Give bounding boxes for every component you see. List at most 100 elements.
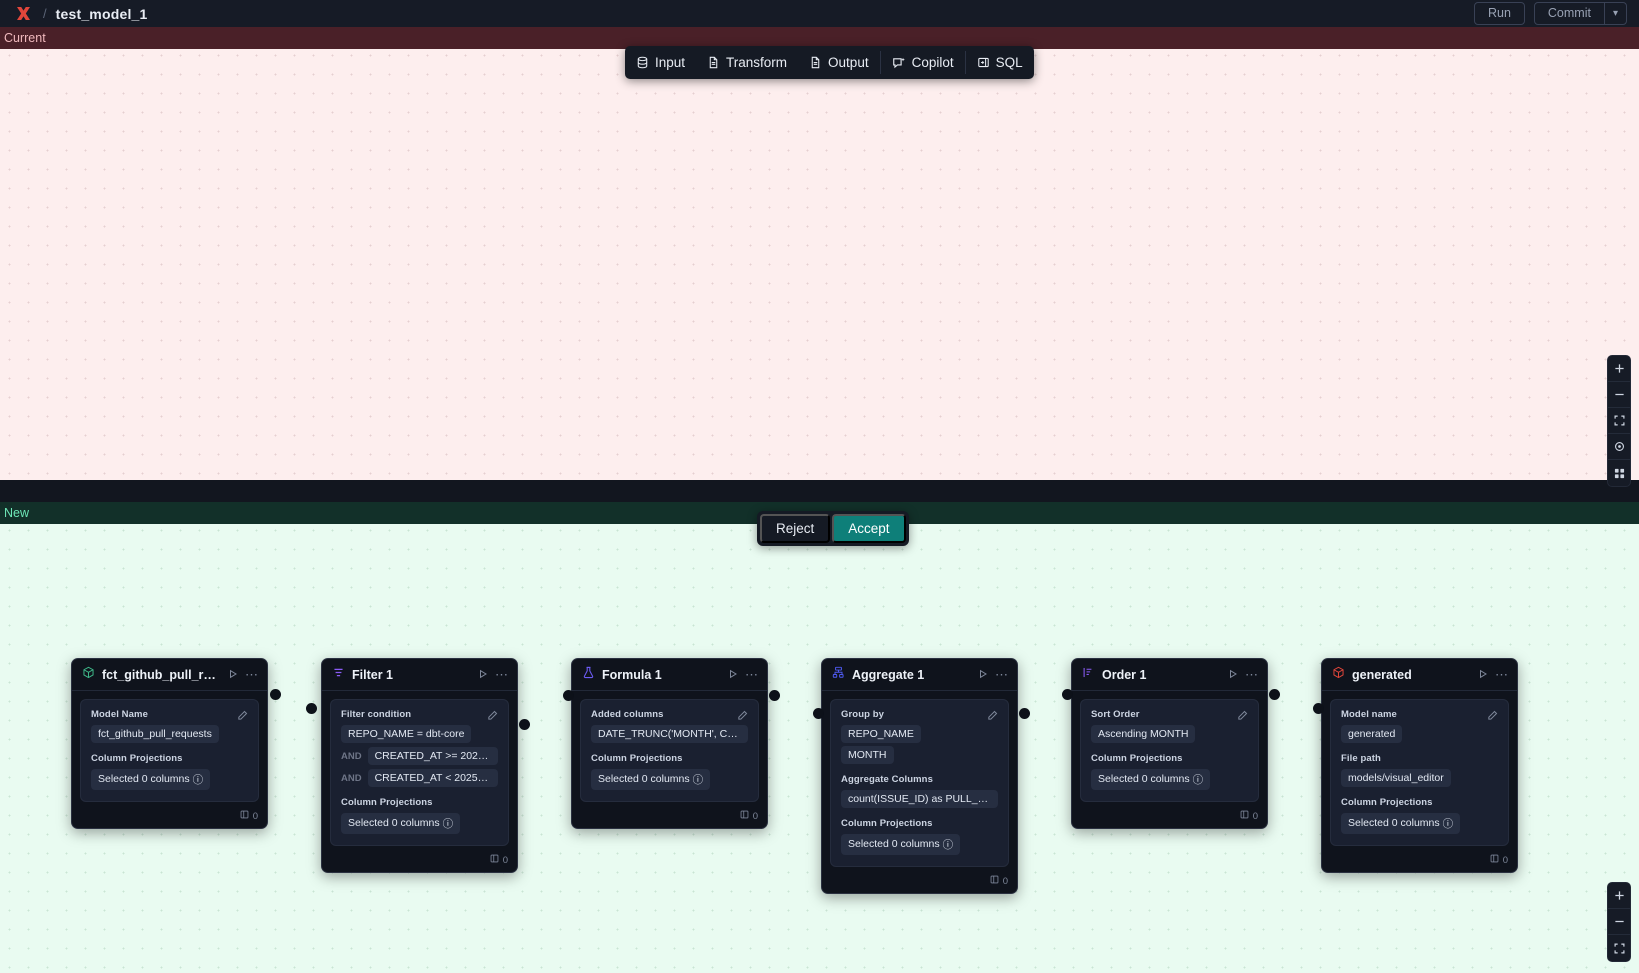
minimap-icon[interactable]	[1608, 460, 1630, 486]
zoom-out-icon[interactable]	[1608, 382, 1630, 408]
run-button[interactable]: Run	[1473, 2, 1525, 25]
toolbar-item-transform[interactable]: Transform	[696, 46, 798, 79]
node-title: generated	[1352, 668, 1412, 682]
ellipsis-icon[interactable]: ⋯	[1495, 667, 1509, 682]
play-icon[interactable]	[978, 669, 988, 682]
pencil-icon[interactable]	[237, 708, 248, 726]
edge-handle[interactable]	[813, 708, 824, 719]
toolbar-item-copilot[interactable]: Copilot	[881, 46, 965, 79]
ellipsis-icon[interactable]: ⋯	[1245, 667, 1259, 682]
zoom-in-icon[interactable]	[1608, 883, 1630, 909]
filter-condition-row: AND CREATED_AT < 2025-03-01	[341, 769, 498, 788]
sql-panel-icon	[977, 56, 990, 69]
pencil-icon[interactable]	[1487, 708, 1498, 726]
node-body: Sort Order Ascending MONTH Column Projec…	[1080, 699, 1259, 803]
edge-handle[interactable]	[563, 690, 574, 701]
reject-button[interactable]: Reject	[760, 514, 831, 543]
file-text-icon	[809, 56, 822, 69]
graph-node-formula[interactable]: Formula 1 ⋯ Added columns DATE_TRUNC('MO…	[571, 658, 768, 829]
section-label: Column Projections	[591, 753, 683, 764]
filter-condition-3[interactable]: CREATED_AT < 2025-03-01	[367, 769, 498, 788]
filter-condition-1[interactable]: REPO_NAME = dbt-core	[341, 725, 472, 743]
toolbar-item-output[interactable]: Output	[798, 46, 880, 79]
graph-node-filter[interactable]: Filter 1 ⋯ Filter condition REPO_NAME = …	[321, 658, 518, 874]
file-path-value[interactable]: models/visual_editor	[1341, 769, 1451, 788]
edge-handle[interactable]	[1313, 703, 1324, 714]
edge-handle[interactable]	[306, 703, 317, 714]
added-columns-value[interactable]: DATE_TRUNC('MONTH', CREATED_AT...	[591, 725, 748, 743]
edge-handle[interactable]	[519, 719, 530, 730]
toolbar-item-sql[interactable]: SQL	[966, 46, 1034, 79]
fit-view-icon[interactable]	[1608, 408, 1630, 434]
edge-handle[interactable]	[1019, 708, 1030, 719]
edge-handle[interactable]	[1269, 689, 1280, 700]
section-label: Filter condition	[341, 709, 412, 720]
cube-icon	[82, 666, 95, 684]
lock-icon[interactable]	[1608, 434, 1630, 460]
group-by-value-1[interactable]: REPO_NAME	[841, 725, 921, 743]
section-label: Column Projections	[341, 797, 433, 809]
pencil-icon[interactable]	[987, 708, 998, 726]
chevron-down-icon[interactable]: ▾	[1603, 3, 1626, 24]
zoom-out-icon[interactable]	[1608, 909, 1630, 935]
columns-icon	[990, 875, 999, 887]
play-icon[interactable]	[478, 669, 488, 682]
accept-button[interactable]: Accept	[832, 514, 906, 543]
current-canvas[interactable]	[0, 27, 1639, 480]
node-title: fct_github_pull_requests	[102, 668, 221, 682]
section-label: Column Projections	[1341, 797, 1433, 809]
diff-decision-bar: Reject Accept	[757, 511, 909, 546]
model-name-value[interactable]: generated	[1341, 725, 1403, 743]
pencil-icon[interactable]	[737, 708, 748, 726]
info-icon: ⓘ	[442, 818, 454, 831]
ellipsis-icon[interactable]: ⋯	[995, 667, 1009, 682]
play-icon[interactable]	[1228, 669, 1238, 682]
section-group-by: Group by REPO_NAME MONTH	[841, 708, 998, 765]
node-footer: 0	[572, 810, 767, 828]
play-icon[interactable]	[228, 669, 238, 682]
toolbar-item-input[interactable]: Input	[625, 46, 696, 79]
graph-node-aggregate[interactable]: Aggregate 1 ⋯ Group by REPO_NAME MONTH A…	[821, 658, 1018, 895]
play-icon[interactable]	[728, 669, 738, 682]
node-body: Added columns DATE_TRUNC('MONTH', CREATE…	[580, 699, 759, 802]
section-label: Added columns	[591, 709, 664, 720]
info-icon: ⓘ	[1192, 774, 1204, 787]
graph-node-output[interactable]: generated ⋯ Model name generated File pa…	[1321, 658, 1518, 874]
filter-condition-2[interactable]: CREATED_AT >= 2024-12-01	[367, 747, 498, 766]
node-title: Formula 1	[602, 668, 662, 682]
sort-order-value[interactable]: Ascending MONTH	[1091, 725, 1196, 743]
pencil-icon[interactable]	[487, 708, 498, 726]
graph-node-order[interactable]: Order 1 ⋯ Sort Order Ascending MONTH Col…	[1071, 658, 1268, 830]
pencil-icon[interactable]	[1237, 708, 1248, 726]
commit-button-group[interactable]: Commit ▾	[1533, 2, 1627, 25]
aggregate-columns-value[interactable]: count(ISSUE_ID) as PULL_REQUEST_...	[841, 790, 998, 809]
zoom-in-icon[interactable]	[1608, 356, 1630, 382]
edge-handle[interactable]	[769, 690, 780, 701]
edge-handle[interactable]	[1062, 689, 1073, 700]
fit-view-icon[interactable]	[1608, 935, 1630, 961]
graph-node-source[interactable]: fct_github_pull_requests ⋯ Model Name fc…	[71, 658, 268, 830]
section-label: Model Name	[91, 709, 148, 720]
commit-button[interactable]: Commit	[1547, 6, 1591, 20]
filter-icon	[332, 666, 345, 684]
edge-handle[interactable]	[270, 689, 281, 700]
ellipsis-icon[interactable]: ⋯	[495, 667, 509, 682]
app-logo-icon[interactable]	[12, 3, 34, 25]
model-name-value[interactable]: fct_github_pull_requests	[91, 725, 219, 743]
aggregate-icon	[832, 666, 845, 684]
group-by-value-2[interactable]: MONTH	[841, 746, 894, 765]
play-icon[interactable]	[1478, 669, 1488, 682]
toolbar-divider	[964, 51, 966, 74]
toolbar-label-output: Output	[828, 55, 869, 70]
ellipsis-icon[interactable]: ⋯	[245, 667, 259, 682]
ellipsis-icon[interactable]: ⋯	[745, 667, 759, 682]
